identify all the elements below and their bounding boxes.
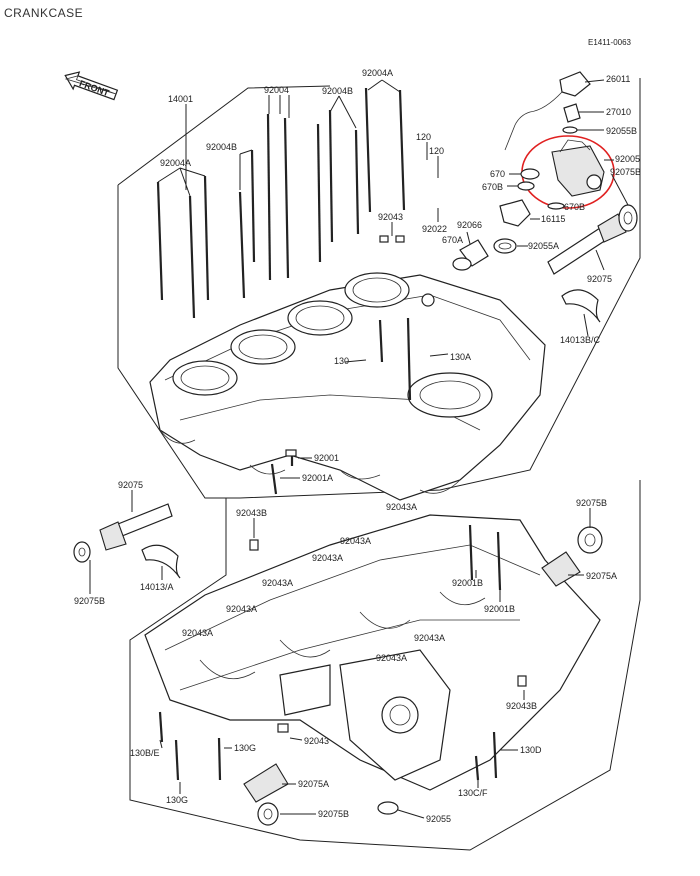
upper-crankcase [149,272,546,501]
dowel-pins-lower [249,539,527,733]
label-92043b-a: 92043B [236,508,267,518]
lower-group-outline [129,480,641,851]
label-670b: 670B [482,182,503,192]
label-92075a-right: 92075A [586,571,617,581]
label-92043a-4: 92043A [262,578,293,588]
shaft-92075-left [73,503,173,563]
label-92066: 92066 [457,220,482,230]
label-92043a-7: 92043A [414,633,445,643]
label-92055a: 92055A [528,241,559,251]
front-label: FRONT [78,78,111,98]
label-670a: 670A [442,235,463,245]
seal-92075b-bottom [257,802,279,826]
label-92043a-2: 92043A [340,536,371,546]
label-130: 130 [334,356,349,366]
label-92001b-b: 92001B [484,604,515,614]
label-92004-top: 92004 [264,85,289,95]
label-92055b: 92055B [606,126,637,136]
label-130a: 130A [450,352,471,362]
label-92043-bot: 92043 [304,736,329,746]
diagram-title: CRANKCASE [4,6,83,20]
shaft-92075a-right [541,551,581,587]
label-92075b-left: 92075B [74,596,105,606]
upper-group-outline-top [117,85,331,186]
label-120-a: 120 [416,132,431,142]
label-27010: 27010 [606,107,631,117]
label-92022: 92022 [422,224,447,234]
label-92004a-top: 92004A [362,68,393,78]
label-16115: 16115 [541,214,565,224]
cap-16115 [499,199,531,227]
o-ring-670 [520,168,540,180]
bearing-half-14013b [561,289,601,323]
label-14013a: 14013/A [140,582,174,592]
label-92075-right: 92075 [587,274,612,284]
label-92043a-3: 92043A [312,553,343,563]
label-92075a-bot: 92075A [298,779,329,789]
leader-lines [89,79,629,819]
label-26011: 26011 [606,74,630,84]
label-92001a: 92001A [302,473,333,483]
label-130g-a: 130G [234,743,256,753]
plug-92066 [452,239,489,271]
label-92001b-a: 92001B [452,578,483,588]
lower-bolts [158,449,502,781]
label-130cf: 130C/F [458,788,488,798]
label-670: 670 [490,169,505,179]
label-92043a-8: 92043A [376,653,407,663]
label-120-b: 120 [429,146,444,156]
shaft-92075-right [547,204,638,275]
label-92075b-right: 92075B [576,498,607,508]
upper-studs [156,87,412,401]
fitting-92005 [551,139,605,197]
label-92001: 92001 [314,453,339,463]
label-92043a-5: 92043A [226,604,257,614]
label-92075b-top: 92075B [610,167,641,177]
label-92004b-mid: 92004B [322,86,353,96]
shaft-92075a-bottom [243,763,289,803]
label-92004a-left: 92004A [160,158,191,168]
label-130d: 130D [520,745,542,755]
part-labels: 26011 27010 92055B 92005 92075B 670 670B… [74,68,641,824]
label-92005: 92005 [615,154,640,164]
label-92075b-bot: 92075B [318,809,349,819]
label-92075-left: 92075 [118,480,143,490]
seal-92075b-right [577,526,603,554]
reference-code: E1411-0063 [588,38,632,47]
label-92043b-b: 92043B [506,701,537,711]
o-ring-670b-right [547,202,565,210]
label-130g-b: 130G [166,795,188,805]
upper-group-outline [117,78,641,499]
lower-crankcase [144,514,601,791]
label-92043-top: 92043 [378,212,403,222]
label-92043a-1: 92043A [386,502,417,512]
label-130b: 130B/E [130,748,160,758]
o-ring-670b [517,181,535,191]
label-14013b: 14013B/C [560,335,601,345]
label-92055-bot: 92055 [426,814,451,824]
washer-92055-bottom [377,801,399,815]
label-670b-right: 670B [564,202,585,212]
label-92004b-left: 92004B [206,142,237,152]
seal-92075b-left [73,541,91,563]
label-92043a-6: 92043A [182,628,213,638]
oil-pressure-switch-group [504,71,591,151]
front-arrow-icon: FRONT [64,71,119,101]
dowel-pins-upper [379,235,405,243]
bearing-half-14013a [141,544,181,579]
washer-92055a [493,238,517,254]
label-14001: 14001 [168,94,193,104]
